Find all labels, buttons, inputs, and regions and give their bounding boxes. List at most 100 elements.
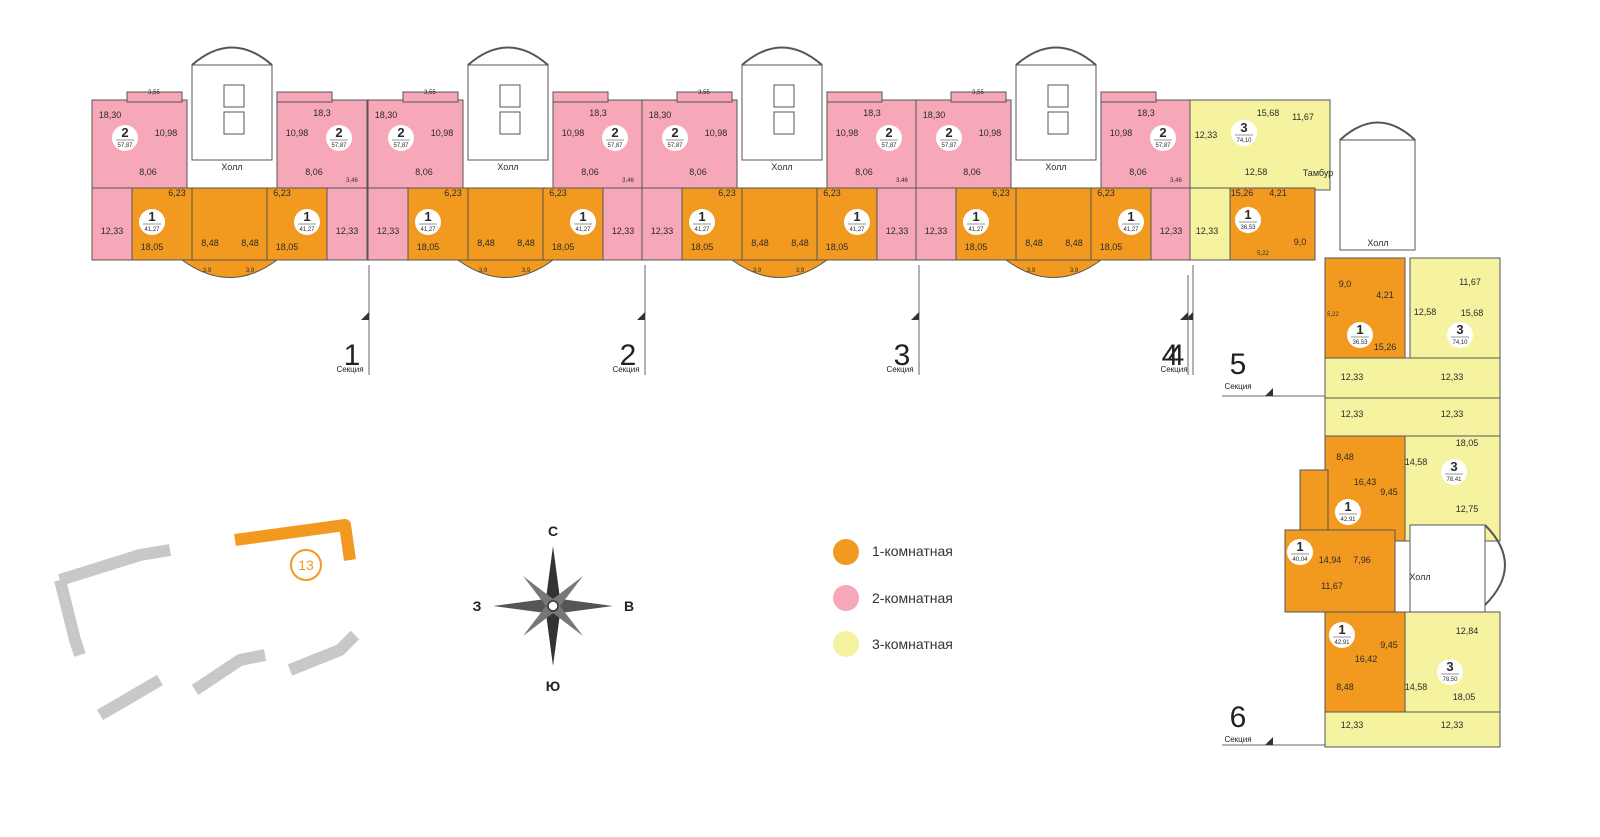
stair-arch	[467, 46, 549, 66]
apartment-3room-top-area: 74,10	[1236, 138, 1252, 144]
apartment-2room-left-rooms: 2	[397, 125, 404, 140]
room-label: 8,06	[305, 167, 323, 177]
apartment-1room-right-badge	[844, 209, 870, 235]
room-label: 7,96	[1353, 555, 1371, 565]
loggia-right	[552, 91, 609, 103]
room-label: 3,46	[622, 178, 634, 184]
apartment-1room-right-corner-area: 36,53	[1352, 340, 1368, 346]
room-label: 16,43	[1354, 477, 1377, 487]
apartment-1room-right-badge	[294, 209, 320, 235]
legend-swatch-three-room	[833, 631, 859, 657]
room-label: 8,48	[477, 238, 495, 248]
apartment-1room-left-wing-badge	[1287, 539, 1313, 565]
legend-swatch-two-room	[833, 585, 859, 611]
room-label: 5,22	[1257, 251, 1269, 257]
room-pink-left	[641, 187, 683, 261]
apartment-2room-left	[641, 99, 738, 191]
apartment-1room-left-wing-area: 40,04	[1292, 557, 1308, 563]
stair-arch-right	[1339, 121, 1416, 141]
apartment-1room-mid-right-badge	[1335, 499, 1361, 525]
hall-label: Холл	[497, 162, 518, 172]
balcony-mid	[180, 259, 279, 278]
apartment-2room-right-badge	[326, 125, 352, 151]
room-label: 6,23	[992, 188, 1010, 198]
apartment-1room-right-corner-badge	[1347, 322, 1373, 348]
room-label: 3,9	[1027, 268, 1036, 274]
section-number: 1	[344, 339, 361, 372]
hall-label: Холл	[221, 162, 242, 172]
room-label: 6,23	[823, 188, 841, 198]
room-pink-left	[91, 187, 133, 261]
apartment-2room-right-rooms: 2	[885, 125, 892, 140]
legend-swatch-one-room	[833, 539, 859, 565]
loggia-left	[950, 91, 1007, 103]
room-label: 15,68	[1257, 108, 1280, 118]
apartment-1room-left-rooms: 1	[698, 209, 705, 224]
section-number: 3	[894, 339, 911, 372]
room-label: 5,22	[1327, 312, 1339, 318]
room-label: 18,30	[923, 110, 946, 120]
room-label: 4,21	[1269, 188, 1287, 198]
apartment-1room-right-rooms: 1	[1127, 209, 1134, 224]
apartment-2room-left-rooms: 2	[671, 125, 678, 140]
room-label: 15,26	[1231, 188, 1254, 198]
room-label: 15,26	[1374, 342, 1397, 352]
room-label: 12,33	[1441, 372, 1464, 382]
elevator	[223, 111, 245, 135]
room-label: 18,3	[1137, 108, 1155, 118]
room-label: 8,48	[517, 238, 535, 248]
apartment-1room-mid-right-area: 42,91	[1340, 517, 1356, 523]
apartment-1room-left-wing-rooms: 1	[1296, 539, 1303, 554]
section-number: 2	[620, 339, 637, 372]
room-label: 8,06	[139, 167, 157, 177]
room-label: 15,68	[1461, 308, 1484, 318]
section-arrow	[361, 312, 369, 320]
room-label: 18,30	[649, 110, 672, 120]
room-label: 18,05	[1456, 438, 1479, 448]
section-arrow	[637, 312, 645, 320]
hall-label: Холл	[1409, 572, 1430, 582]
room-label: 12,33	[377, 226, 400, 236]
apartment-3room-mid-area: 78,41	[1446, 477, 1462, 483]
apartment-2room-right-area: 57,87	[607, 143, 623, 149]
section-arrow	[1180, 312, 1188, 320]
room-label: 9,45	[1380, 640, 1398, 650]
room-label: 3,9	[522, 268, 531, 274]
apartment-2room-right	[1100, 99, 1192, 191]
apartment-2room-right-area: 57,87	[1155, 143, 1171, 149]
apartment-1room-corner-area: 36,53	[1240, 225, 1256, 231]
stair-arch	[1015, 46, 1097, 66]
room-label: 12,33	[1441, 720, 1464, 730]
loggia-left	[676, 91, 733, 103]
apartment-2room-right-rooms: 2	[1159, 125, 1166, 140]
apartment-1room-left-area: 41,27	[420, 227, 436, 233]
room-label: 3,46	[346, 178, 358, 184]
room-label: 12,33	[1341, 720, 1364, 730]
apartment-1room-mid	[741, 187, 818, 261]
apartment-3room-mid-rooms: 3	[1450, 459, 1457, 474]
section-arrow	[1265, 737, 1273, 745]
apartment-1room-left-rooms: 1	[972, 209, 979, 224]
apartment-3room-right-area: 74,10	[1452, 340, 1468, 346]
context-building	[54, 578, 86, 657]
apartment-2room-right-area: 57,87	[331, 143, 347, 149]
room-label: 18,30	[375, 110, 398, 120]
balcony-mid	[1004, 259, 1103, 278]
room-label: 18,05	[691, 242, 714, 252]
room-label: 12,84	[1456, 626, 1479, 636]
apartment-2room-right	[552, 99, 644, 191]
apartment-1room-left-area: 41,27	[694, 227, 710, 233]
loggia-right	[1100, 91, 1157, 103]
apartment-3room-low-rooms: 3	[1446, 659, 1453, 674]
room-label: 18,30	[99, 110, 122, 120]
room-label: 8,06	[415, 167, 433, 177]
elevator	[1047, 111, 1069, 135]
compass-south: Ю	[546, 678, 560, 694]
apartment-3room-low-area: 78,50	[1442, 677, 1458, 683]
room-label: 12,33	[1441, 409, 1464, 419]
room-label: 11,67	[1321, 581, 1343, 591]
hall-label: Холл	[771, 162, 792, 172]
apartment-2room-left-badge	[388, 125, 414, 151]
room-label: 18,3	[313, 108, 331, 118]
